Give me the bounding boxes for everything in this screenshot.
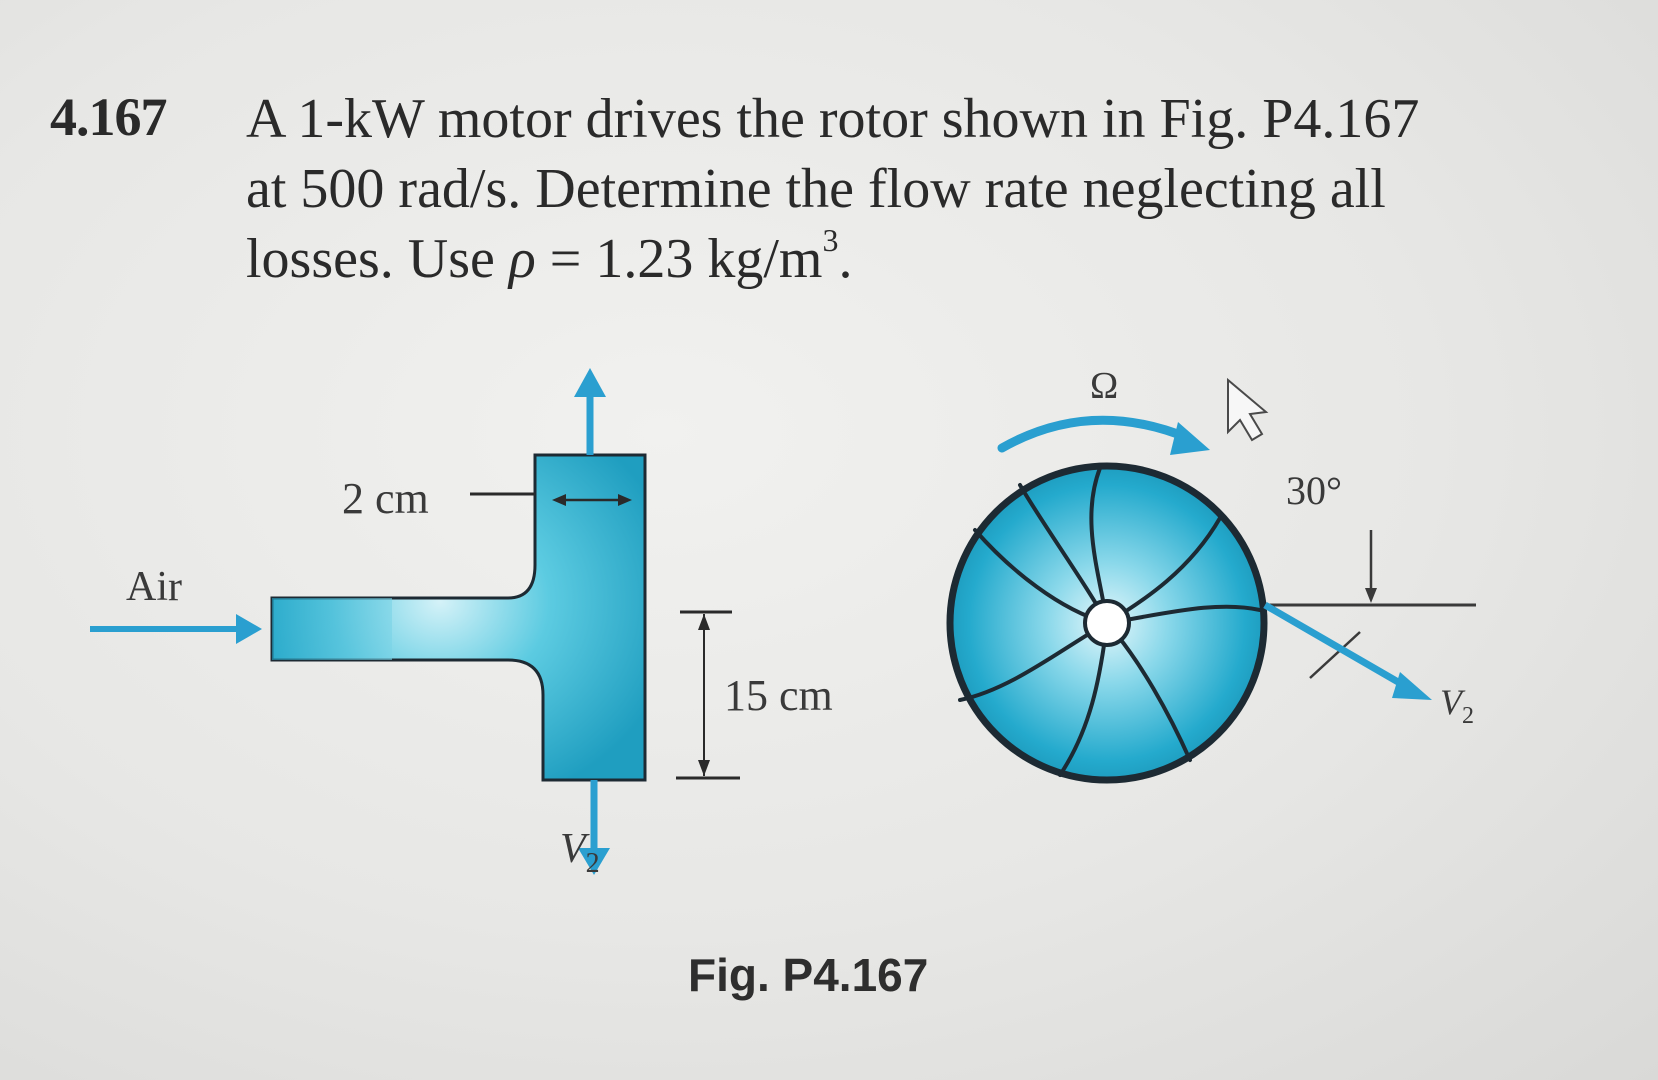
omega-label: Ω xyxy=(1090,365,1118,407)
radius-dimension xyxy=(676,610,740,780)
bottom-outlet-arrow xyxy=(578,780,610,875)
outlet-right-subscript: 2 xyxy=(1462,703,1474,729)
outlet-left-v: V xyxy=(560,826,590,872)
outlet-velocity-arrow xyxy=(1263,601,1432,700)
problem-line-3-prefix: losses. Use xyxy=(246,228,509,290)
problem-line-3-suffix: . xyxy=(838,228,853,290)
density-exponent: 3 xyxy=(822,222,839,258)
inlet-air-arrow xyxy=(90,614,262,644)
problem-line-1: A 1-kW motor drives the rotor shown in F… xyxy=(246,88,1420,150)
problem-number: 4.167 xyxy=(50,87,167,147)
outlet-left-subscript: 2 xyxy=(586,848,600,879)
top-outlet-arrow xyxy=(574,368,606,455)
rotation-arrow xyxy=(997,415,1210,455)
housing-body xyxy=(270,453,647,782)
rho-symbol: ρ xyxy=(508,228,536,290)
problem-line-2: at 500 rad/s. Determine the flow rate ne… xyxy=(246,158,1386,220)
width-label: 2 cm xyxy=(342,474,429,523)
radius-label: 15 cm xyxy=(724,671,833,720)
housing-cross-section xyxy=(270,453,647,782)
angle-reference xyxy=(1265,530,1476,679)
problem-line-3: losses. Use ρ = 1.23 kg/m3. xyxy=(246,224,1576,294)
outlet-right-v: V xyxy=(1440,682,1466,722)
inlet-pipe xyxy=(272,598,392,660)
density-value: = 1.23 kg/m xyxy=(535,228,823,290)
angle-label: 30° xyxy=(1286,468,1342,513)
cursor-icon xyxy=(1227,377,1269,442)
figure-caption: Fig. P4.167 xyxy=(688,949,929,1001)
rotor-hub xyxy=(1083,599,1131,647)
outlet-right-label: V2 xyxy=(1440,682,1474,729)
problem-statement: A 1-kW motor drives the rotor shown in F… xyxy=(246,84,1576,294)
width-dimension xyxy=(470,492,632,506)
inlet-label: Air xyxy=(126,564,182,610)
rotor xyxy=(946,462,1268,784)
outlet-left-label: V2 xyxy=(560,826,600,879)
